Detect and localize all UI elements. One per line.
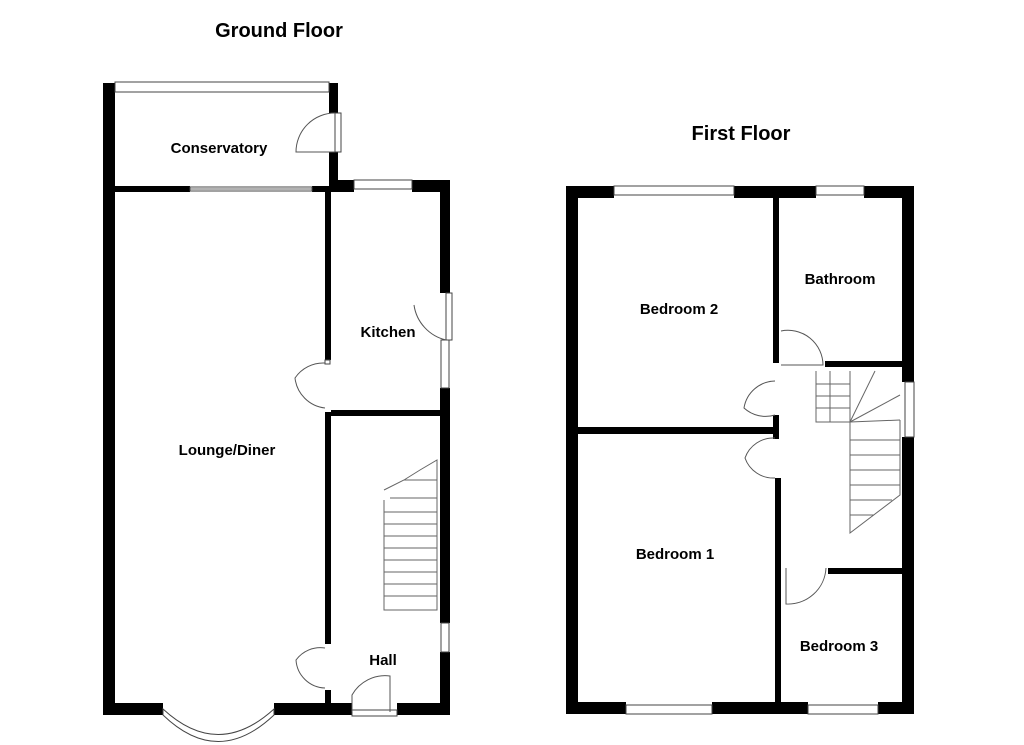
landing-window [904, 381, 915, 438]
ff-bottom-wall-right [878, 702, 914, 714]
ground-floor-title: Ground Floor [215, 20, 343, 42]
lounge-kitchen-door [324, 359, 331, 365]
first-floor-windows [613, 185, 915, 715]
ground-floor-windows [114, 81, 450, 742]
bed2-bath-wall [773, 198, 779, 363]
ground-floor-stairs [383, 459, 438, 611]
ff-left-wall [566, 186, 578, 714]
bedroom1-door [744, 437, 776, 479]
lounge-hall-wall-bottom [325, 690, 331, 715]
first-floor-stairs [815, 370, 901, 535]
bathroom-landing-wall [825, 361, 902, 367]
conservatory-right-wall-upper [329, 83, 338, 113]
bedroom2-window [613, 185, 735, 196]
front-wall-mid [274, 703, 352, 715]
bedroom2-door [743, 380, 776, 417]
lounge-hall-wall [325, 412, 331, 644]
bed2-bed1-wall [578, 427, 773, 434]
lounge-left-wall [103, 83, 115, 715]
kitchen-external-door [445, 292, 453, 341]
kitchen-window [353, 179, 413, 190]
room-label-bedroom1: Bedroom 1 [636, 546, 714, 563]
room-label-lounge: Lounge/Diner [179, 442, 276, 459]
bathroom-door [780, 329, 824, 366]
conservatory-door [334, 112, 342, 153]
front-door [351, 709, 398, 717]
ground-floor-doors [294, 112, 453, 717]
ff-top-wall-right [864, 186, 914, 198]
room-label-kitchen: Kitchen [360, 324, 415, 341]
bed1-landing-wall [775, 478, 781, 702]
outer-right-wall-middle [440, 388, 450, 623]
ground-floor-walls [103, 83, 450, 715]
room-label-conservatory: Conservatory [171, 140, 268, 157]
lounge-bay-window [162, 707, 275, 742]
kitchen-side-window [440, 339, 450, 389]
first-floor-doors [743, 329, 827, 605]
room-label-bedroom2: Bedroom 2 [640, 301, 718, 318]
ff-right-wall-lower [902, 437, 914, 714]
bathroom-window [815, 185, 865, 196]
kitchen-hall-wall [331, 410, 440, 416]
ff-top-wall-mid [734, 186, 816, 198]
outer-right-wall-lower [440, 652, 450, 715]
bedroom3-window [807, 704, 879, 715]
front-wall-left [103, 703, 163, 715]
first-floor-walls [566, 186, 914, 714]
outer-right-wall-upper [440, 180, 450, 293]
bedroom3-door [785, 567, 827, 605]
bedroom1-window [625, 704, 713, 715]
ff-bottom-wall-mid [712, 702, 808, 714]
lounge-kitchen-wall-upper [325, 192, 331, 360]
first-floor-title: First Floor [692, 123, 791, 145]
bed3-top-wall [828, 568, 902, 574]
first-floor-plan: First Floor [566, 123, 915, 715]
hall-side-window [440, 622, 450, 653]
room-label-hall: Hall [369, 652, 397, 669]
conservatory-lounge-wall-left [115, 186, 190, 192]
conservatory-window [114, 81, 330, 93]
kitchen-top-wall-left [338, 180, 354, 192]
bed2-landing-stub [773, 415, 779, 439]
room-label-bedroom3: Bedroom 3 [800, 638, 878, 655]
conservatory-lounge-wall-right [312, 186, 332, 192]
ff-top-wall-left [566, 186, 614, 198]
ff-bottom-wall-left [566, 702, 626, 714]
ff-right-wall-upper [902, 186, 914, 382]
ground-floor-plan: Ground Floor [103, 20, 453, 742]
conservatory-right-wall-lower [329, 152, 338, 192]
room-label-bathroom: Bathroom [805, 271, 876, 288]
front-wall-right [397, 703, 450, 715]
